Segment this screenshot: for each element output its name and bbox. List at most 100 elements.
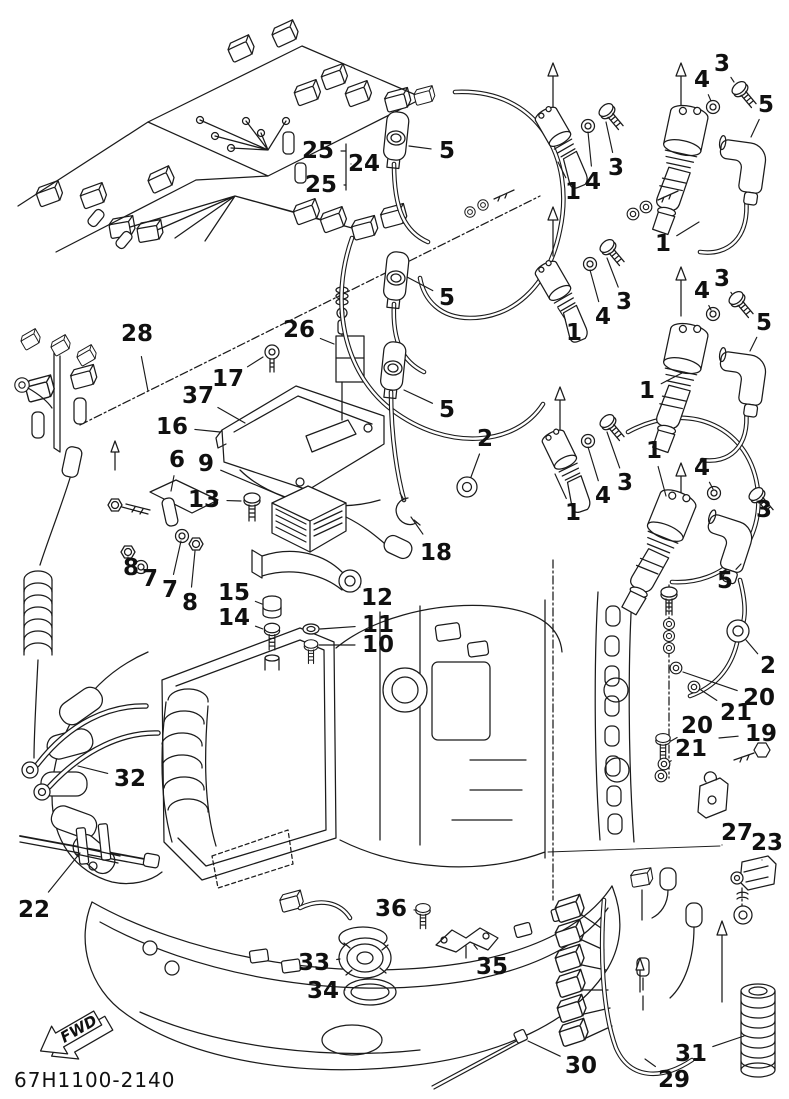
leader-line-1: [554, 473, 567, 500]
side-hardware: [547, 584, 777, 925]
engine-block: [40, 559, 635, 1071]
callout-27: 27: [721, 820, 753, 846]
leader-line-14: [254, 625, 264, 630]
callout-8: 8: [182, 590, 198, 616]
callout-36: 36: [375, 896, 407, 922]
callout-2: 2: [760, 653, 776, 679]
callout-3: 3: [756, 497, 772, 523]
leader-line-5: [406, 276, 434, 292]
connector-bank: [552, 867, 776, 1078]
callout-15: 15: [218, 580, 250, 606]
leader-line-1: [676, 221, 700, 237]
callout-1: 1: [565, 500, 581, 526]
callout-14: 14: [218, 605, 250, 631]
callout-17: 17: [212, 366, 244, 392]
leader-line-3: [730, 291, 733, 295]
leader-line-21: [700, 689, 718, 701]
leader-line-37: [217, 406, 246, 424]
leader-line-7: [172, 540, 182, 575]
callout-37: 37: [182, 383, 214, 409]
callout-34: 34: [307, 978, 339, 1004]
ignition-coil: [644, 101, 711, 239]
spark-plug-cap-elbow: [711, 346, 769, 419]
leader-line-20: [670, 736, 678, 742]
callout-7: 7: [142, 566, 158, 592]
callout-3: 3: [617, 470, 633, 496]
bottom-grommets: [277, 889, 528, 1090]
callout-5: 5: [439, 138, 455, 164]
callout-10: 10: [362, 632, 394, 658]
leader-line-5: [749, 336, 758, 352]
leader-line-26: [319, 337, 335, 345]
callout-5: 5: [717, 568, 733, 594]
callout-2: 2: [477, 426, 493, 452]
callout-4: 4: [585, 169, 601, 195]
callout-5: 5: [758, 92, 774, 118]
callout-5: 5: [439, 397, 455, 423]
callout-30: 30: [565, 1053, 597, 1079]
callout-4: 4: [694, 67, 710, 93]
callout-1: 1: [566, 320, 582, 346]
spark-plug-cap: [378, 340, 408, 400]
fwd-arrow: FWD: [39, 1010, 114, 1060]
leader-line-4: [587, 131, 592, 167]
callout-23: 23: [751, 830, 783, 856]
leader-line-4: [707, 94, 712, 102]
callout-21: 21: [675, 736, 707, 762]
callout-6: 6: [169, 447, 185, 473]
leader-line-5: [750, 118, 760, 138]
leader-line-3: [606, 431, 621, 469]
leader-line-2: [470, 453, 481, 478]
ignition-coils: [378, 62, 778, 643]
leader-line-19: [718, 735, 739, 739]
callout-31: 31: [675, 1041, 707, 1067]
callout-3: 3: [714, 51, 730, 77]
callout-29: 29: [658, 1067, 690, 1093]
leader-line-22: [47, 852, 81, 893]
leader-line-4: [589, 269, 600, 303]
callout-3: 3: [714, 266, 730, 292]
callout-24: 24: [348, 151, 380, 177]
callout-5: 5: [756, 310, 772, 336]
callout-12: 12: [361, 585, 393, 611]
illustration: FWD 67H1100-2140: [14, 19, 778, 1092]
leader-line-33: [336, 958, 341, 961]
callout-3: 3: [608, 155, 624, 181]
callout-20: 20: [743, 685, 775, 711]
leader-line-8: [190, 550, 196, 588]
leader-line-11: [319, 626, 356, 630]
callout-13: 13: [188, 487, 220, 513]
leader-line-1: [557, 307, 566, 321]
leader-line-30: [527, 1040, 561, 1057]
leader-line-16: [194, 428, 221, 433]
callout-1: 1: [639, 378, 655, 404]
ignition-coil: [644, 319, 711, 457]
callout-20: 20: [681, 713, 713, 739]
spark-plug-cap: [381, 110, 411, 170]
leader-line-1: [657, 465, 667, 497]
drawing-number: 67H1100-2140: [14, 1068, 176, 1092]
leader-line-28: [140, 356, 149, 392]
leader-line-21: [668, 760, 672, 763]
callout-4: 4: [694, 278, 710, 304]
leader-line-9: [220, 469, 285, 498]
leader-line-17: [246, 356, 264, 368]
callout-1: 1: [565, 179, 581, 205]
callout-21: 21: [720, 700, 752, 726]
leader-line-20: [682, 671, 738, 692]
callout-26: 26: [283, 317, 315, 343]
callout-5: 5: [439, 285, 455, 311]
callout-4: 4: [694, 455, 710, 481]
leader-line-2: [745, 639, 759, 655]
callout-32: 32: [114, 766, 146, 792]
relay-assembly: [14, 328, 120, 471]
battery-cables: [19, 446, 217, 871]
leader-line-3: [606, 257, 619, 288]
leader-line-29: [644, 1058, 656, 1068]
callout-16: 16: [156, 414, 188, 440]
leader-line-4: [708, 481, 714, 490]
rectifier-assembly: [107, 479, 413, 593]
callout-18: 18: [420, 540, 452, 566]
